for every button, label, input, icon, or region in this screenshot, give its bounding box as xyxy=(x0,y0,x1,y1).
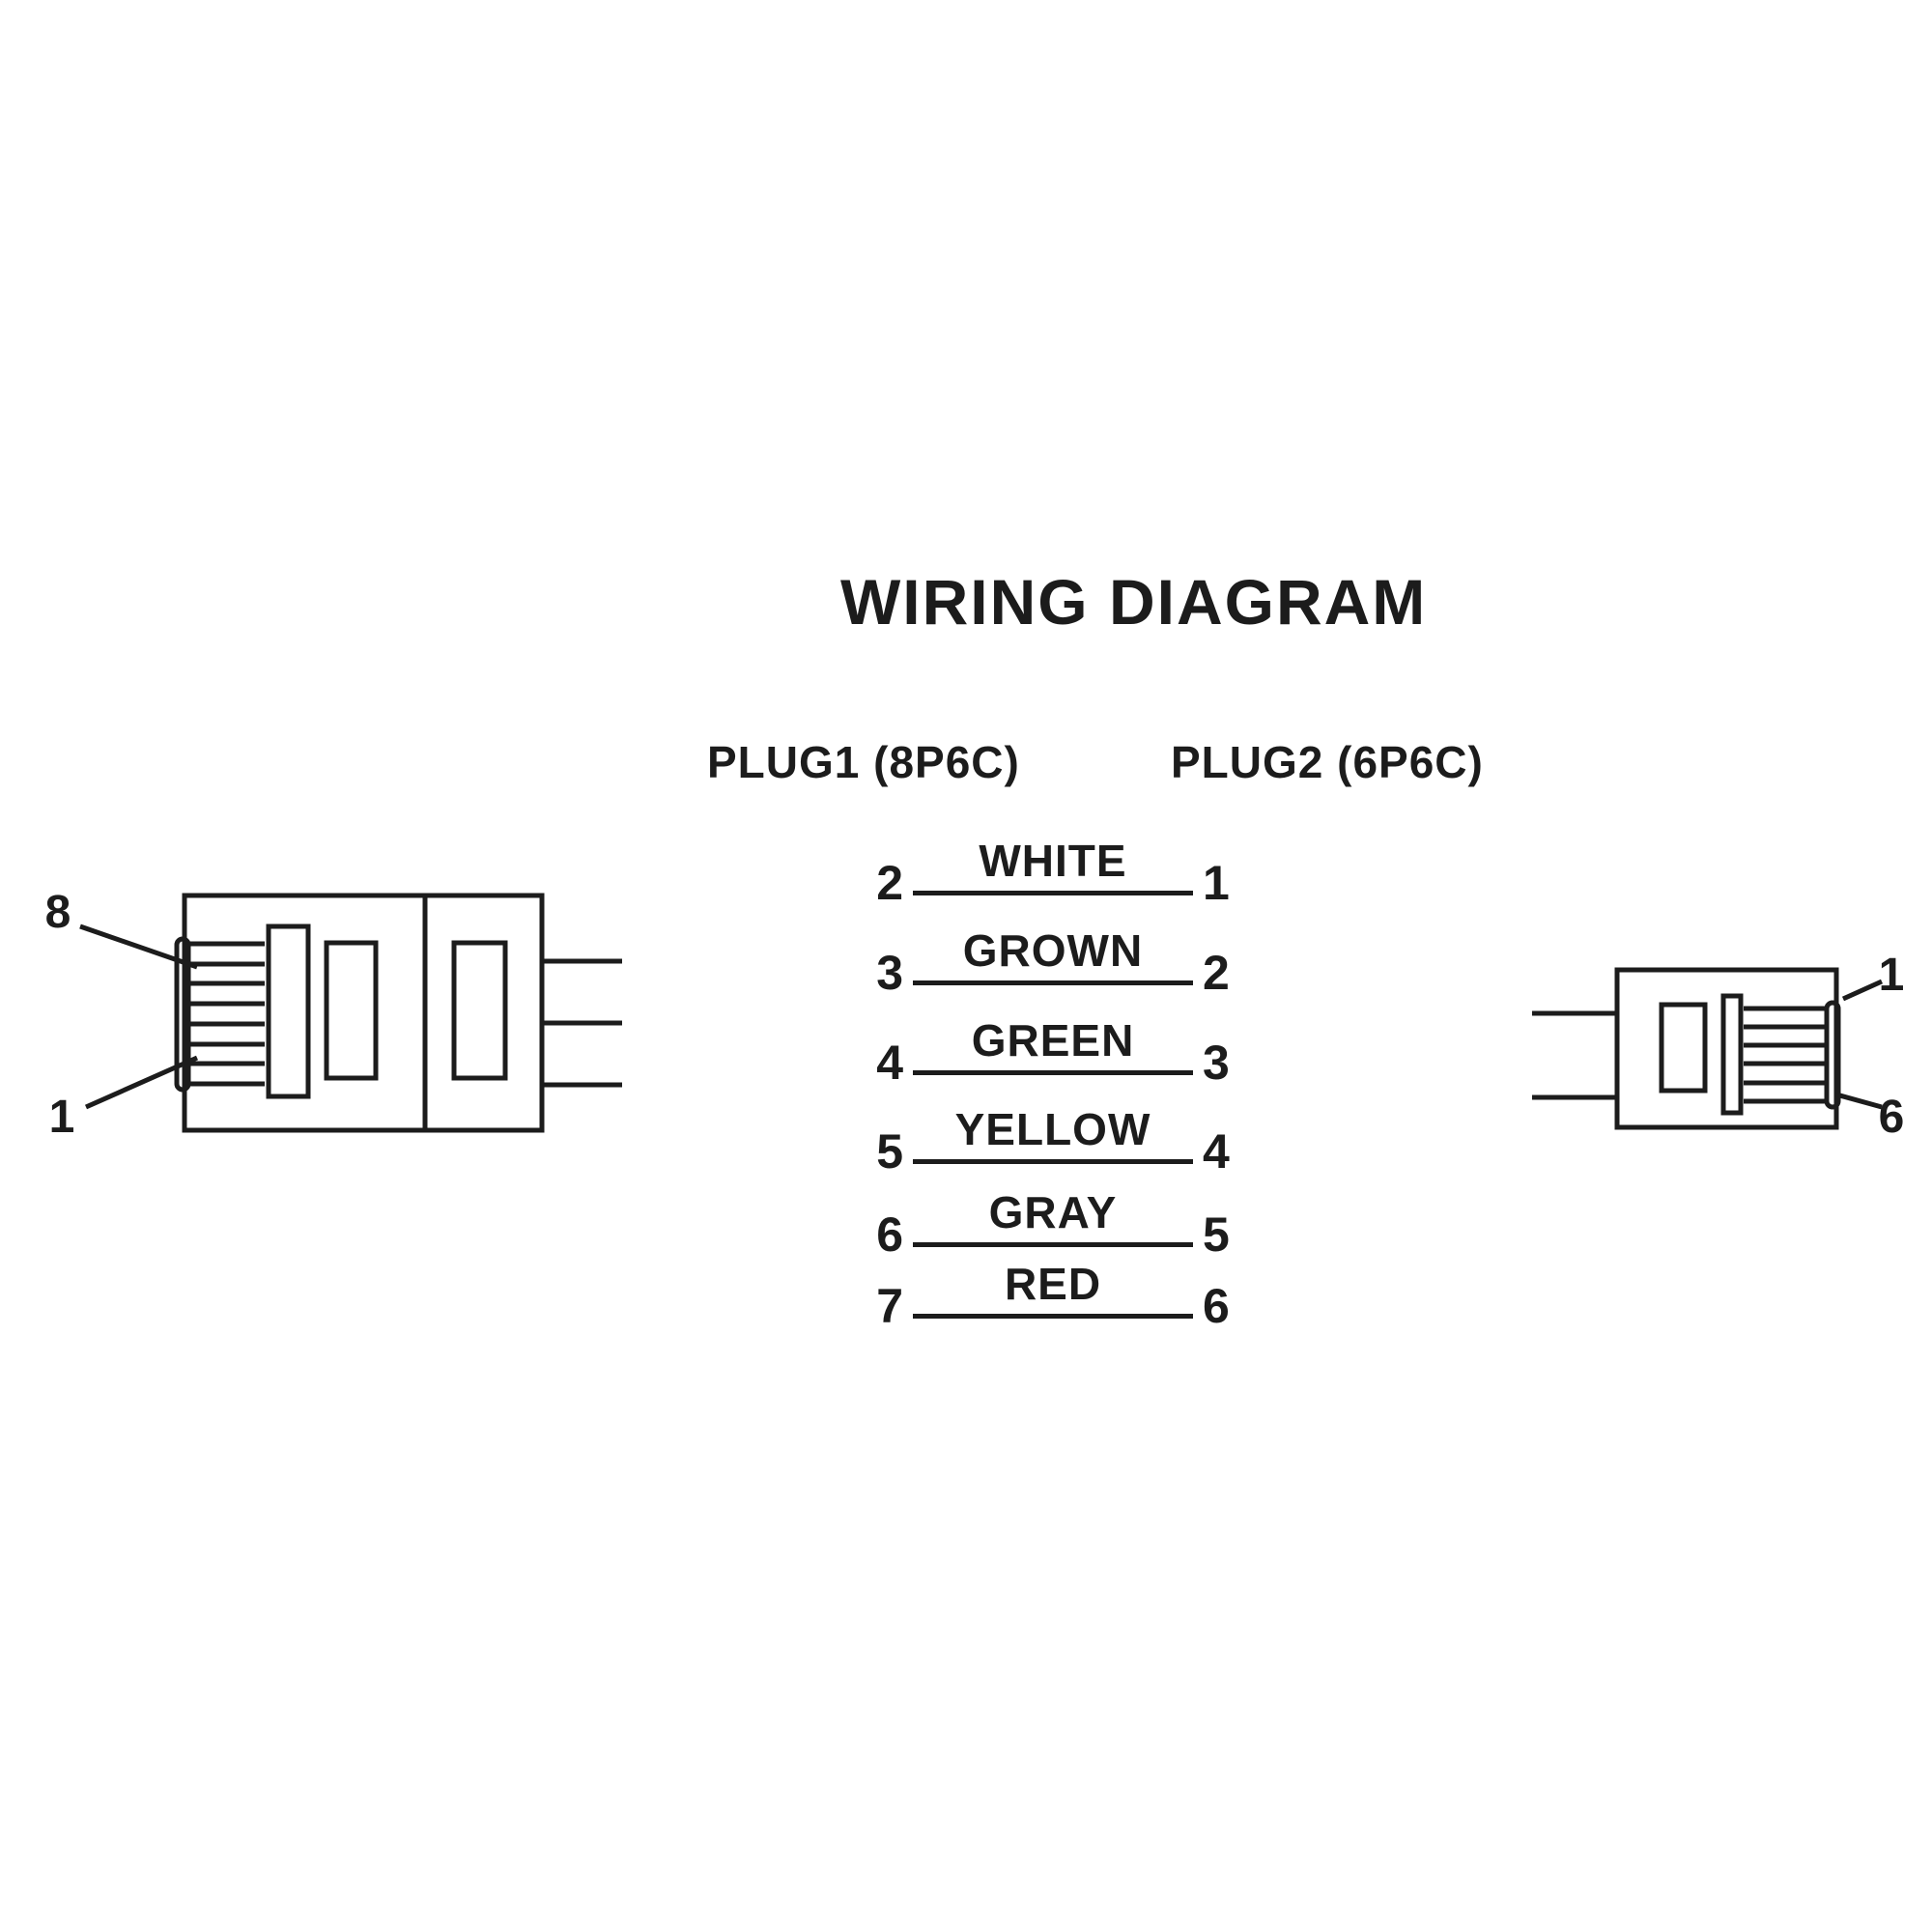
wire-line: YELLOW xyxy=(913,1075,1193,1164)
plug2-pin6-label: 6 xyxy=(1879,1092,1905,1143)
plug1-pin1-label: 1 xyxy=(49,1092,75,1143)
wire-row: 5 YELLOW 4 xyxy=(850,1075,1256,1176)
plug1-connector-outline xyxy=(79,893,622,1133)
plug2-pin1-label: 1 xyxy=(1879,950,1905,1001)
plug2-pin-number: 4 xyxy=(1203,1124,1230,1179)
plug2-pin-number: 6 xyxy=(1203,1279,1230,1333)
wire-row: 2 WHITE 1 xyxy=(850,811,1256,907)
plug2-pin-number: 1 xyxy=(1203,856,1230,910)
plug1-pin8-leader-line xyxy=(79,923,198,970)
plug2-pin1-leader-line xyxy=(1841,979,1884,1002)
wire-color-label: RED xyxy=(1004,1259,1102,1309)
plug2-connector-outline xyxy=(1532,967,1884,1130)
plug2-connector-drawing: 1 6 xyxy=(1532,950,1905,1143)
plug1-pin-number: 2 xyxy=(876,856,903,910)
plug2-pin-number: 5 xyxy=(1203,1208,1230,1262)
wire-row: 4 GREEN 3 xyxy=(850,985,1256,1087)
plug1-pin-number: 6 xyxy=(876,1208,903,1262)
wire-color-label: WHITE xyxy=(979,836,1127,886)
wire-line: GRAY xyxy=(913,1164,1193,1247)
wire-color-label: GRAY xyxy=(988,1187,1118,1237)
wire-color-label: GROWN xyxy=(962,925,1144,976)
wire-mapping-table: 2 WHITE 1 3 GROWN 2 4 GREEN 3 5 YELLOW xyxy=(850,811,1256,1330)
wire-row: 6 GRAY 5 xyxy=(850,1164,1256,1259)
wire-line: WHITE xyxy=(913,811,1193,895)
wire-line: RED xyxy=(913,1247,1193,1319)
wire-color-label: YELLOW xyxy=(954,1104,1151,1154)
wire-line: GREEN xyxy=(913,985,1193,1075)
plug2-header: PLUG2 (6P6C) xyxy=(1171,737,1484,787)
plug2-pin6-leader-line xyxy=(1835,1092,1883,1110)
plug1-pin-number: 4 xyxy=(876,1036,903,1090)
diagram-title: WIRING DIAGRAM xyxy=(840,566,1428,638)
plug1-pin-number: 7 xyxy=(876,1279,903,1333)
wire-row: 3 GROWN 2 xyxy=(850,895,1256,997)
plug1-pin-number: 5 xyxy=(876,1124,903,1179)
wire-row: 7 RED 6 xyxy=(850,1247,1256,1330)
plug1-pin-number: 3 xyxy=(876,946,903,1000)
wire-color-label: GREEN xyxy=(971,1015,1135,1065)
plug1-pin8-label: 8 xyxy=(45,887,71,938)
plug1-header: PLUG1 (8P6C) xyxy=(707,737,1020,787)
wire-line: GROWN xyxy=(913,895,1193,985)
plug2-pin-number: 2 xyxy=(1203,946,1230,1000)
plug1-pin1-leader-line xyxy=(84,1055,199,1110)
plug2-pin-number: 3 xyxy=(1203,1036,1230,1090)
plug1-connector-drawing: 8 1 xyxy=(45,887,622,1143)
